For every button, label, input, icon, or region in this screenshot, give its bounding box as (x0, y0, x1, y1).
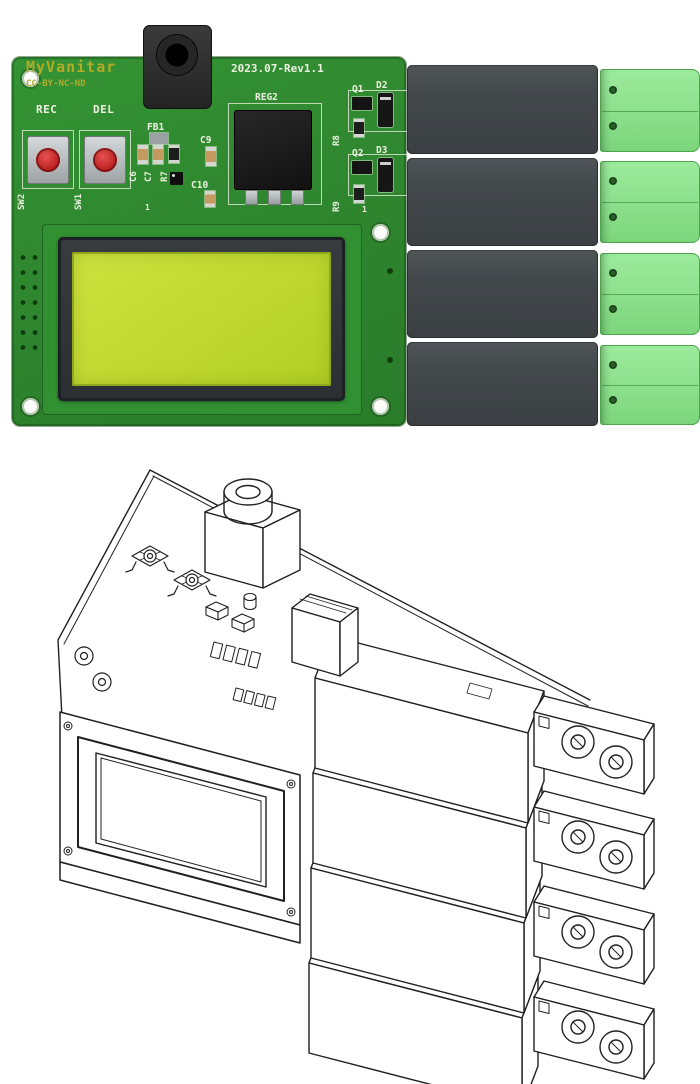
via-hole (387, 357, 393, 363)
pin-header-drawing (232, 687, 277, 711)
relay-4 (407, 342, 598, 426)
pin-header-drawing (209, 641, 262, 669)
license-text: CC-BY-NC-ND (26, 79, 86, 89)
d3-label: D3 (376, 145, 388, 156)
c10-body (205, 191, 215, 207)
mounting-hole (22, 70, 39, 87)
reg2-leg (245, 190, 258, 205)
r9-label: R9 (332, 201, 342, 212)
del-switch (84, 136, 126, 184)
lcd-pin-grid (17, 250, 41, 354)
via-hole (387, 268, 393, 274)
q1-label: Q1 (352, 84, 364, 95)
c9-label: C9 (200, 135, 212, 146)
reg2-leg (268, 190, 281, 205)
rec-switch (27, 136, 69, 184)
d2-label: D2 (376, 80, 388, 91)
terminal-screw (609, 269, 617, 278)
reg2-label: REG2 (255, 92, 278, 103)
silkscreen-box (22, 130, 74, 189)
c9-body (206, 147, 216, 166)
q1-body (352, 97, 372, 110)
c6-body (138, 145, 148, 164)
terminal-groove (602, 385, 698, 386)
terminal-block-drawing-4 (533, 980, 655, 1080)
fb1-body (150, 133, 168, 144)
reg2-package (234, 110, 312, 190)
terminal-block-drawing-1 (533, 695, 655, 795)
relay-3 (407, 250, 598, 338)
sw1-refdes: SW1 (74, 193, 84, 210)
lcd-module-board (42, 224, 362, 415)
pcb-board: MyVanitar CC-BY-NC-ND 2023.07-Rev1.1 REC… (12, 57, 408, 426)
r8-body (354, 119, 364, 137)
terminal-screw (609, 213, 617, 222)
lcd-bezel (58, 237, 345, 401)
c7-body (153, 145, 163, 164)
terminal-screw (609, 305, 617, 314)
terminal-groove (602, 110, 698, 112)
r7-label: R7 (160, 171, 170, 182)
terminal-block-4 (600, 345, 700, 425)
r7-body (169, 145, 179, 163)
terminal-screw (609, 361, 617, 369)
d2-body (378, 93, 393, 127)
silkscreen-box (79, 130, 131, 189)
relay-1 (407, 65, 598, 154)
terminal-screw (609, 396, 617, 405)
terminal-block-drawing-2 (533, 790, 655, 890)
dc-jack (143, 25, 212, 109)
relay-2 (407, 158, 598, 246)
revision-text: 2023.07-Rev1.1 (231, 62, 324, 75)
tact-switch-drawing (167, 569, 217, 597)
q2-label: Q2 (352, 148, 364, 159)
small-components-drawing (205, 592, 257, 633)
lcd-drawing (59, 711, 301, 944)
lcd-screen (72, 252, 331, 386)
terminal-groove (602, 294, 698, 295)
del-label: DEL (93, 103, 115, 116)
terminal-groove (602, 202, 698, 203)
dc-jack-opening (156, 34, 198, 76)
brand-logo: MyVanitar (26, 58, 117, 76)
sw2-refdes: SW2 (17, 193, 27, 210)
d3-body (378, 158, 393, 192)
mounting-hole (372, 398, 389, 415)
terminal-screw (609, 122, 617, 131)
board-mounting-holes (74, 646, 112, 692)
c7-label: C7 (144, 171, 154, 182)
terminal-screw (609, 177, 617, 186)
r9-body (354, 185, 364, 203)
switch-cap (36, 148, 60, 172)
pin1-marker: 1 (362, 205, 367, 214)
terminal-screw (609, 85, 617, 94)
isometric-drawing-view (0, 450, 700, 1084)
mounting-hole (22, 398, 39, 415)
fb1-label: FB1 (147, 122, 165, 133)
terminal-block-2 (600, 161, 700, 243)
dc-jack-drawing (204, 478, 301, 589)
rec-label: REC (36, 103, 58, 116)
terminal-block-1 (600, 69, 700, 152)
c6-label: C6 (129, 171, 139, 182)
mounting-hole (372, 224, 389, 241)
pin1-marker: 1 (145, 203, 150, 212)
switch-cap (93, 148, 117, 172)
r8-label: R8 (332, 135, 342, 146)
terminal-block-drawing-3 (533, 885, 655, 985)
tact-switch-drawing (125, 545, 175, 573)
terminal-block-3 (600, 253, 700, 335)
reg2-leg (291, 190, 304, 205)
q2-body (352, 161, 372, 174)
rendered-top-view: MyVanitar CC-BY-NC-ND 2023.07-Rev1.1 REC… (0, 0, 700, 440)
regulator-drawing (291, 593, 359, 677)
c10-label: C10 (191, 180, 209, 191)
small-ic-body (170, 172, 183, 185)
